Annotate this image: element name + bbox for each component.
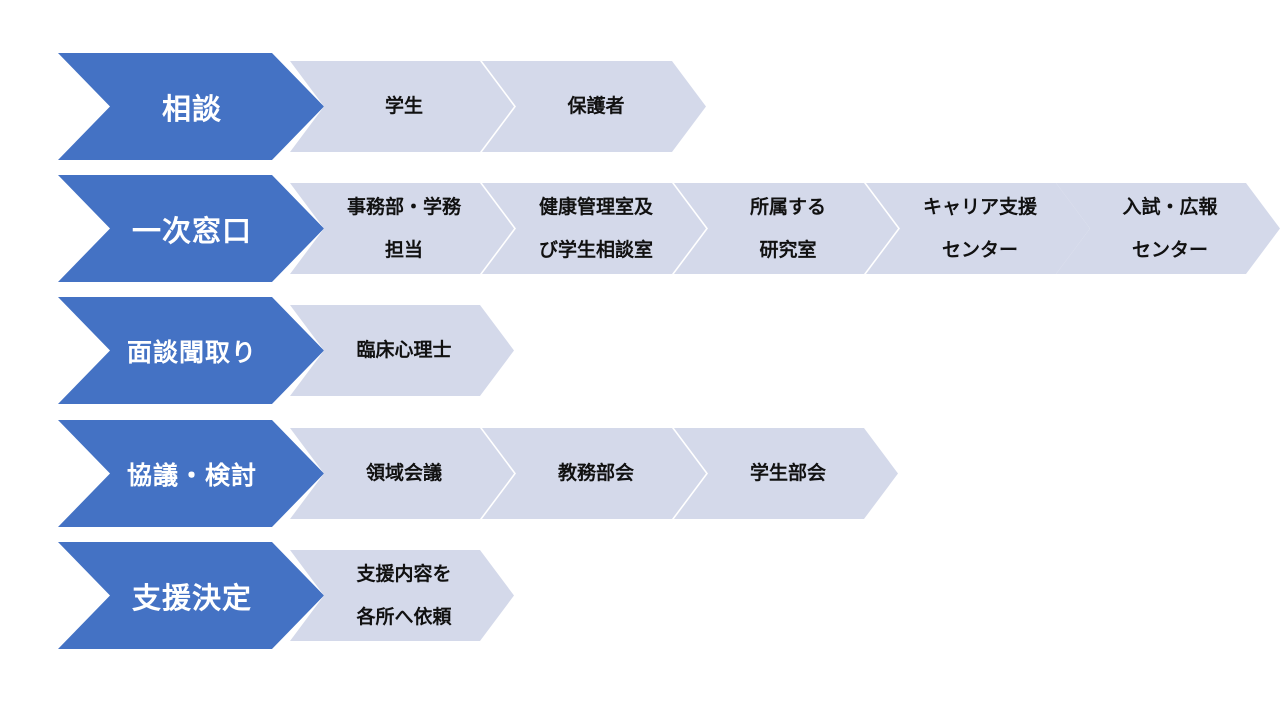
sub-step-label: 学生	[384, 95, 423, 117]
main-step-label: 相談	[161, 91, 222, 126]
sub-step-label-line2: センター	[941, 238, 1018, 261]
main-step-label: 一次窓口	[131, 213, 252, 248]
sub-step-label-line1: 所属する	[749, 195, 826, 218]
main-step-interview: 面談聞取り	[58, 297, 324, 404]
sub-step-label-line1: 健康管理室及	[538, 195, 653, 218]
main-step-consultation: 相談	[58, 53, 324, 160]
sub-step-student-committee: 学生部会	[674, 428, 898, 519]
sub-step-label: 保護者	[567, 95, 625, 117]
main-step-discussion: 協議・検討	[58, 420, 324, 527]
sub-step-academic-affairs: 事務部・学務 担当	[290, 183, 514, 274]
sub-step-career-center: キャリア支援 センター	[866, 183, 1090, 274]
sub-step-label: 教務部会	[557, 462, 634, 484]
sub-step-admissions-center: 入試・広報 センター	[1056, 183, 1280, 274]
sub-step-label: 臨床心理士	[356, 339, 452, 361]
sub-step-label-line2: 研究室	[759, 238, 817, 261]
sub-step-label-line1: 入試・広報	[1122, 195, 1218, 218]
sub-step-label-line2: び学生相談室	[538, 238, 653, 261]
main-step-label: 面談聞取り	[126, 337, 257, 367]
sub-step-label-line1: 支援内容を	[356, 562, 452, 585]
main-step-label: 協議・検討	[126, 460, 257, 490]
sub-step-guardian: 保護者	[482, 61, 706, 152]
sub-step-student: 学生	[290, 61, 514, 152]
sub-step-label: 学生部会	[749, 462, 826, 484]
sub-step-lab: 所属する 研究室	[674, 183, 898, 274]
sub-step-label-line2: センター	[1131, 238, 1208, 261]
sub-step-request-support: 支援内容を 各所へ依頼	[290, 550, 514, 641]
sub-step-label: 領域会議	[365, 462, 442, 484]
sub-step-domain-meeting: 領域会議	[290, 428, 514, 519]
main-step-support-decision: 支援決定	[58, 542, 324, 649]
main-step-label: 支援決定	[131, 580, 252, 615]
sub-step-psychologist: 臨床心理士	[290, 305, 514, 396]
sub-step-academic-committee: 教務部会	[482, 428, 706, 519]
sub-step-health-center: 健康管理室及 び学生相談室	[482, 183, 706, 274]
sub-step-label-line1: 事務部・学務	[346, 195, 461, 218]
main-step-first-contact: 一次窓口	[58, 175, 324, 282]
sub-step-label-line2: 担当	[384, 238, 423, 261]
sub-step-label-line2: 各所へ依頼	[356, 605, 452, 628]
sub-step-label-line1: キャリア支援	[922, 195, 1037, 218]
